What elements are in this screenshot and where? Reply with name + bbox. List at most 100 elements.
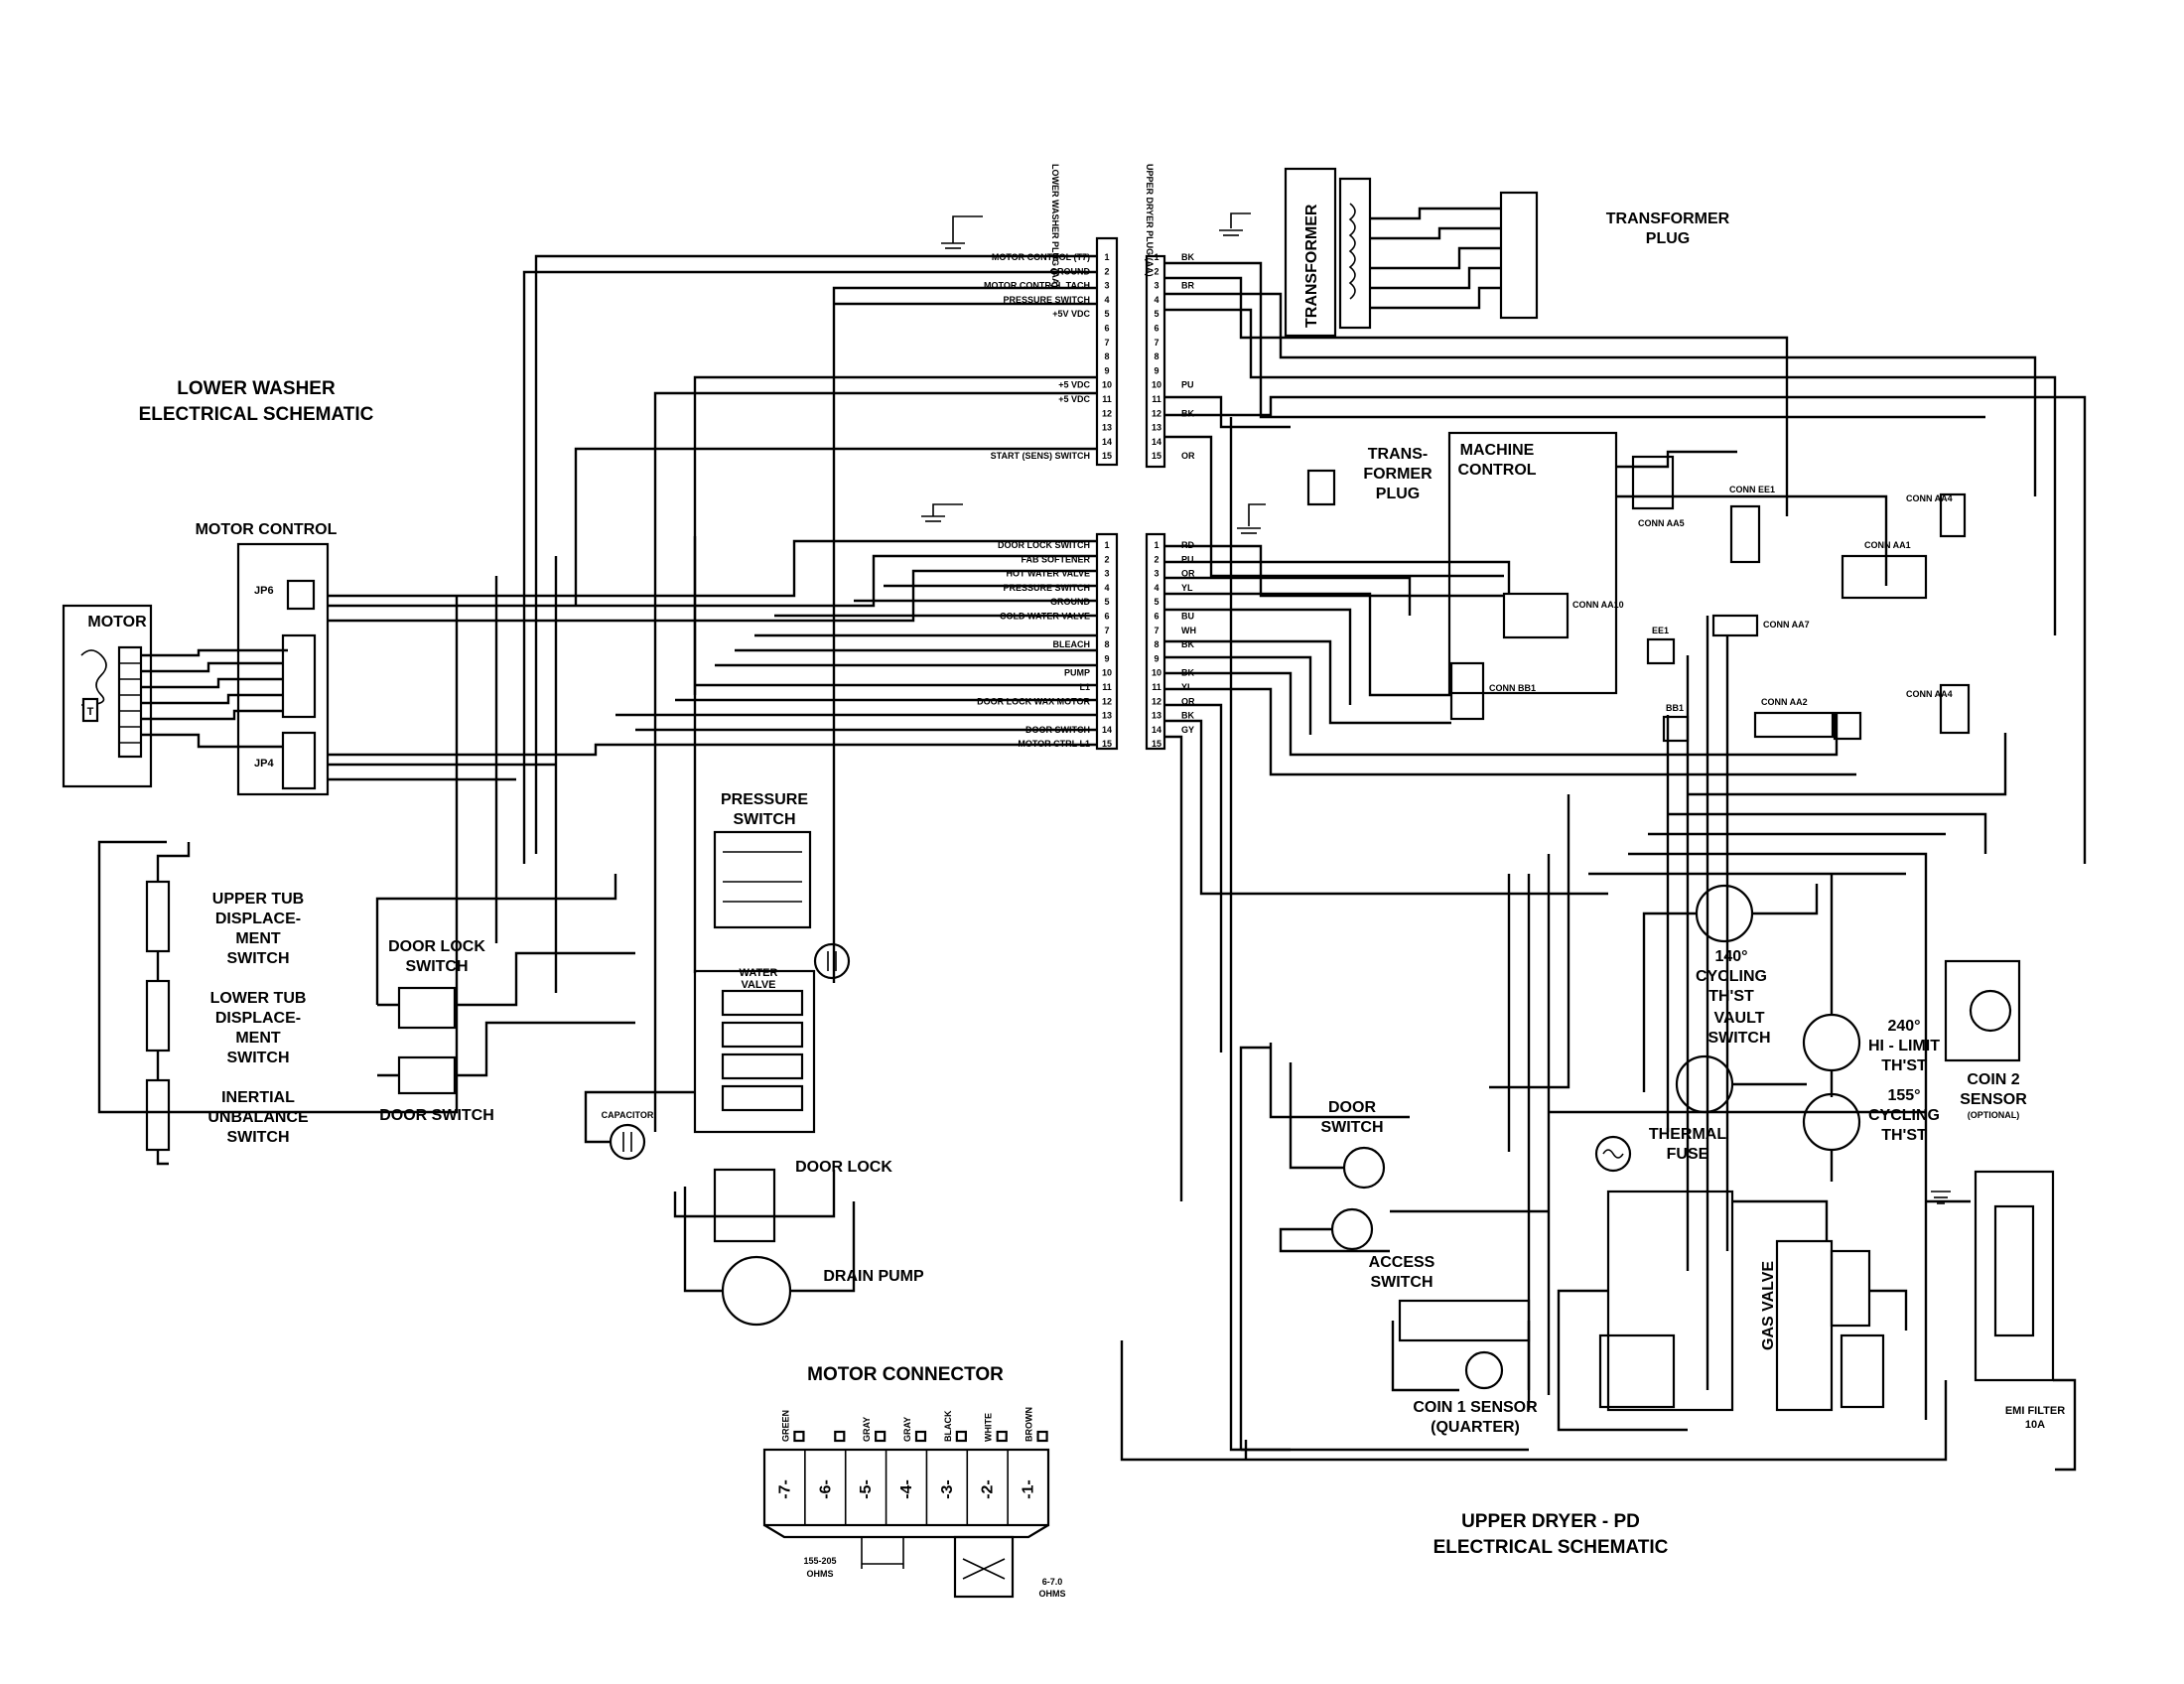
svg-text:CONN AA1: CONN AA1: [1864, 540, 1911, 550]
plug-pin: 10: [1152, 668, 1161, 678]
motor-connector-pin: -2-: [980, 1479, 997, 1499]
plug-pin: 12: [1102, 696, 1112, 706]
plug-pin: 9: [1104, 365, 1109, 375]
plug-pin: 4: [1104, 295, 1109, 305]
motor-connector-terminal: [875, 1430, 887, 1443]
cycling-thermostat-140: [1642, 884, 1819, 1092]
plug-wire-code: BU: [1181, 612, 1194, 622]
pressure-switch-label-1: PRESSURE: [721, 791, 808, 808]
motor-connector-wire-color: BLACK: [943, 1410, 953, 1442]
plug-pin: 10: [1102, 668, 1112, 678]
plug-wire-code: YL: [1181, 682, 1193, 692]
access-switch: [1279, 1207, 1390, 1253]
vault-switch: [1675, 1054, 1807, 1114]
plug-wire-code: WH: [1181, 626, 1196, 635]
machine-control-label-2: CONTROL: [1457, 462, 1536, 479]
plug-pin: 7: [1154, 338, 1159, 348]
motor-control: MOTOR CONTROL JP6 JP4: [196, 521, 338, 796]
plug-pin: 6: [1104, 324, 1109, 334]
plug-wire-code: BK: [1181, 639, 1194, 649]
access-switch-label-1: ACCESS: [1369, 1254, 1435, 1271]
plug-pin: 3: [1104, 569, 1109, 579]
resistance-2-unit: OHMS: [1039, 1589, 1066, 1599]
plug-wire-code: BK: [1181, 408, 1194, 418]
door-switch-upper-label-1: DOOR: [1328, 1099, 1376, 1116]
capacitor: [584, 1090, 695, 1161]
plug-wire-code: BK: [1181, 252, 1194, 262]
plug-wire-code: OR: [1181, 569, 1195, 579]
plug-pin: 13: [1102, 711, 1112, 721]
motor-connector-pin: -5-: [858, 1479, 875, 1499]
motor-connector-pin: -4-: [898, 1479, 915, 1499]
water-valve-label-2: VALVE: [741, 979, 775, 991]
resistance-1-unit: OHMS: [807, 1569, 834, 1579]
thermal-fuse: [1594, 1135, 1632, 1173]
plug-pin: 7: [1104, 338, 1109, 348]
ground-symbols: [921, 212, 1266, 534]
plug-pin: 10: [1102, 380, 1112, 390]
dryer-bus-wires: [1164, 261, 2087, 1452]
plug-row-label: START (SENS) SWITCH: [991, 451, 1090, 461]
plug-pin: 9: [1154, 365, 1159, 375]
cycling-140-label-3: TH'ST: [1708, 988, 1754, 1005]
washer-bus-wires: [97, 254, 1097, 1132]
upper-tub-label-3: MENT: [235, 930, 281, 947]
inertial-label-3: SWITCH: [226, 1129, 289, 1146]
motor-label: MOTOR: [87, 614, 147, 631]
trans-former-plug-label-1: TRANS-: [1368, 446, 1428, 463]
plug-pin: 1: [1154, 540, 1159, 550]
plug-row-label: BLEACH: [1053, 639, 1091, 649]
coin-1-sensor: [1391, 1299, 1531, 1410]
transformer-plug-top: [1370, 191, 1539, 320]
plug-pin: 6: [1154, 612, 1159, 622]
cycling-155-label-1: 155°: [1887, 1087, 1920, 1104]
svg-text:CONN AA10: CONN AA10: [1572, 600, 1624, 610]
cycling-155-label-3: TH'ST: [1881, 1127, 1927, 1144]
plug-wire-code: PU: [1181, 554, 1194, 564]
motor-connector-resistance: 155-205 OHMS 6-7.0 OHMS: [803, 1535, 1066, 1599]
plug-pin: 6: [1154, 324, 1159, 334]
plug-pin: 2: [1154, 554, 1159, 564]
plug-wire-code: PU: [1181, 380, 1194, 390]
trans-former-plug-label-2: FORMER: [1363, 466, 1433, 483]
plug-wire-code: YL: [1181, 583, 1193, 593]
plug-pin: 15: [1102, 739, 1112, 749]
upper-tub-label-4: SWITCH: [226, 950, 289, 967]
burner-assembly: [1557, 1190, 1908, 1432]
door-switch-upper-label-2: SWITCH: [1320, 1119, 1383, 1136]
motor-connector-wire-color: BROWN: [1024, 1407, 1034, 1442]
plug-pin: 13: [1152, 423, 1161, 433]
svg-text:CONN AA2: CONN AA2: [1761, 697, 1808, 707]
plug-row-label: +5 VDC: [1058, 380, 1090, 390]
plug-pin: 15: [1152, 739, 1161, 749]
svg-text:EE1: EE1: [1652, 626, 1669, 635]
plug-pin: 7: [1104, 626, 1109, 635]
plug-pin: 15: [1102, 451, 1112, 461]
plug-pin: 4: [1154, 295, 1159, 305]
emi-filter: [1120, 1170, 2077, 1472]
inertial-label-2: UNBALANCE: [207, 1109, 309, 1126]
plug-pin: 11: [1152, 394, 1161, 404]
plug-pin: 4: [1104, 583, 1109, 593]
door-lock-wax-motor-label: DOOR LOCK: [795, 1159, 892, 1176]
plug-pin: 5: [1104, 597, 1109, 607]
coin-2-label-3: (OPTIONAL): [1968, 1110, 2020, 1120]
motor-connector-wire-color: GRAY: [862, 1417, 872, 1442]
plug-row-label: FAB SOFTENER: [1021, 554, 1090, 564]
plug-wire-code: OR: [1181, 696, 1195, 706]
svg-text:BB1: BB1: [1666, 703, 1684, 713]
thermal-fuse-label-1: THERMAL: [1649, 1126, 1726, 1143]
lower-washer-plug-lower: [1095, 532, 1119, 751]
thermal-fuse-label-2: FUSE: [1667, 1146, 1709, 1163]
motor-control-label: MOTOR CONTROL: [196, 521, 338, 538]
plug-pin: 12: [1152, 408, 1161, 418]
upper-title-line1: UPPER DRYER - PD: [1461, 1511, 1640, 1532]
plug-pin: 2: [1104, 266, 1109, 276]
dryer-outer-loop: [1239, 1046, 1529, 1460]
plug-pin: 9: [1104, 653, 1109, 663]
lower-tub-label-3: MENT: [235, 1030, 281, 1047]
plug-pin: 1: [1154, 252, 1159, 262]
conn-aa5: CONN AA5: [1631, 455, 1685, 528]
